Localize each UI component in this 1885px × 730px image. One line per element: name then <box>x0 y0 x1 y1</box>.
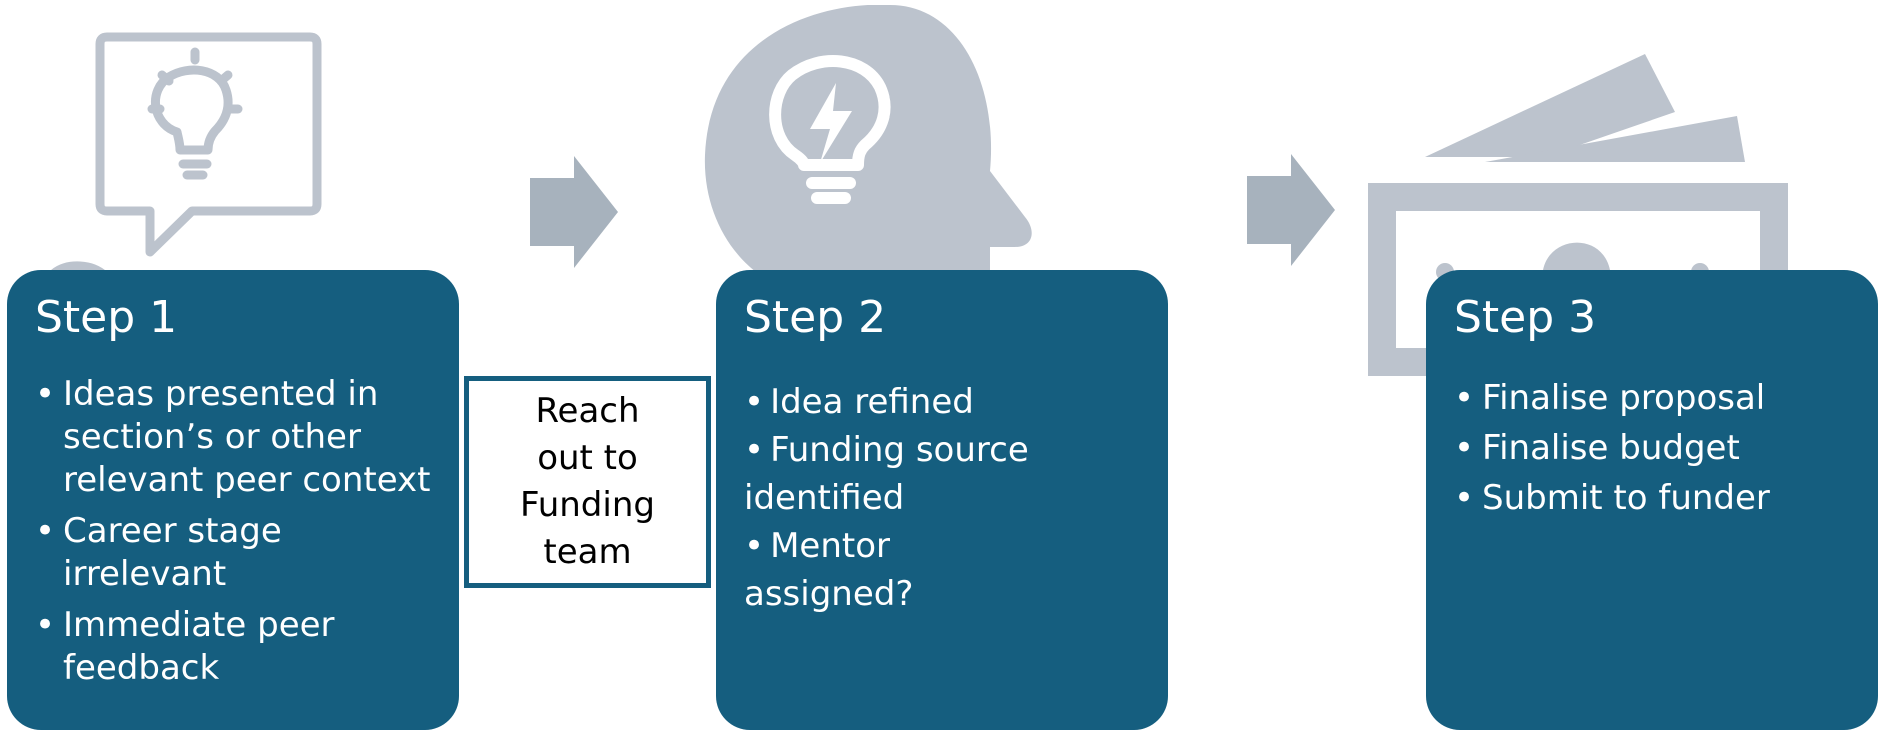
step-2-title: Step 2 <box>744 292 887 343</box>
step-2-bullet: Funding source identified <box>744 426 1054 522</box>
step-1-card: Step 1 Ideas presented in section’s or o… <box>7 270 459 730</box>
step-2-bullet: Idea refined <box>744 378 1054 426</box>
step-3-bullet: Finalise proposal <box>1454 373 1869 423</box>
step-3-title: Step 3 <box>1454 292 1597 343</box>
right-arrow-icon <box>1247 154 1335 266</box>
step-2-bullet: Mentor assigned? <box>744 522 1054 618</box>
speech-bubble-lightbulb-icon <box>37 32 322 300</box>
step-1-bullet: Ideas presented in section’s or other re… <box>35 373 450 502</box>
step-1-bullet-list: Ideas presented in section’s or other re… <box>35 373 450 690</box>
step-2-bullet-list: Idea refined Funding source identified M… <box>744 378 1054 618</box>
callout-text: Reach out to Funding team <box>520 391 655 572</box>
step-1-title: Step 1 <box>35 292 178 343</box>
step-3-card: Step 3 Finalise proposal Finalise budget… <box>1426 270 1878 730</box>
step-2-card: Step 2 Idea refined Funding source ident… <box>716 270 1168 730</box>
head-lightbulb-icon <box>704 5 1032 275</box>
reach-out-callout: Reach out to Funding team <box>464 376 711 588</box>
right-arrow-icon <box>530 156 618 268</box>
step-3-bullet: Finalise budget <box>1454 423 1869 473</box>
step-1-bullet: Immediate peer feedback <box>35 604 450 690</box>
step-3-bullet: Submit to funder <box>1454 473 1869 523</box>
step-3-bullet-list: Finalise proposal Finalise budget Submit… <box>1454 373 1869 523</box>
step-1-bullet: Career stage irrelevant <box>35 510 450 596</box>
